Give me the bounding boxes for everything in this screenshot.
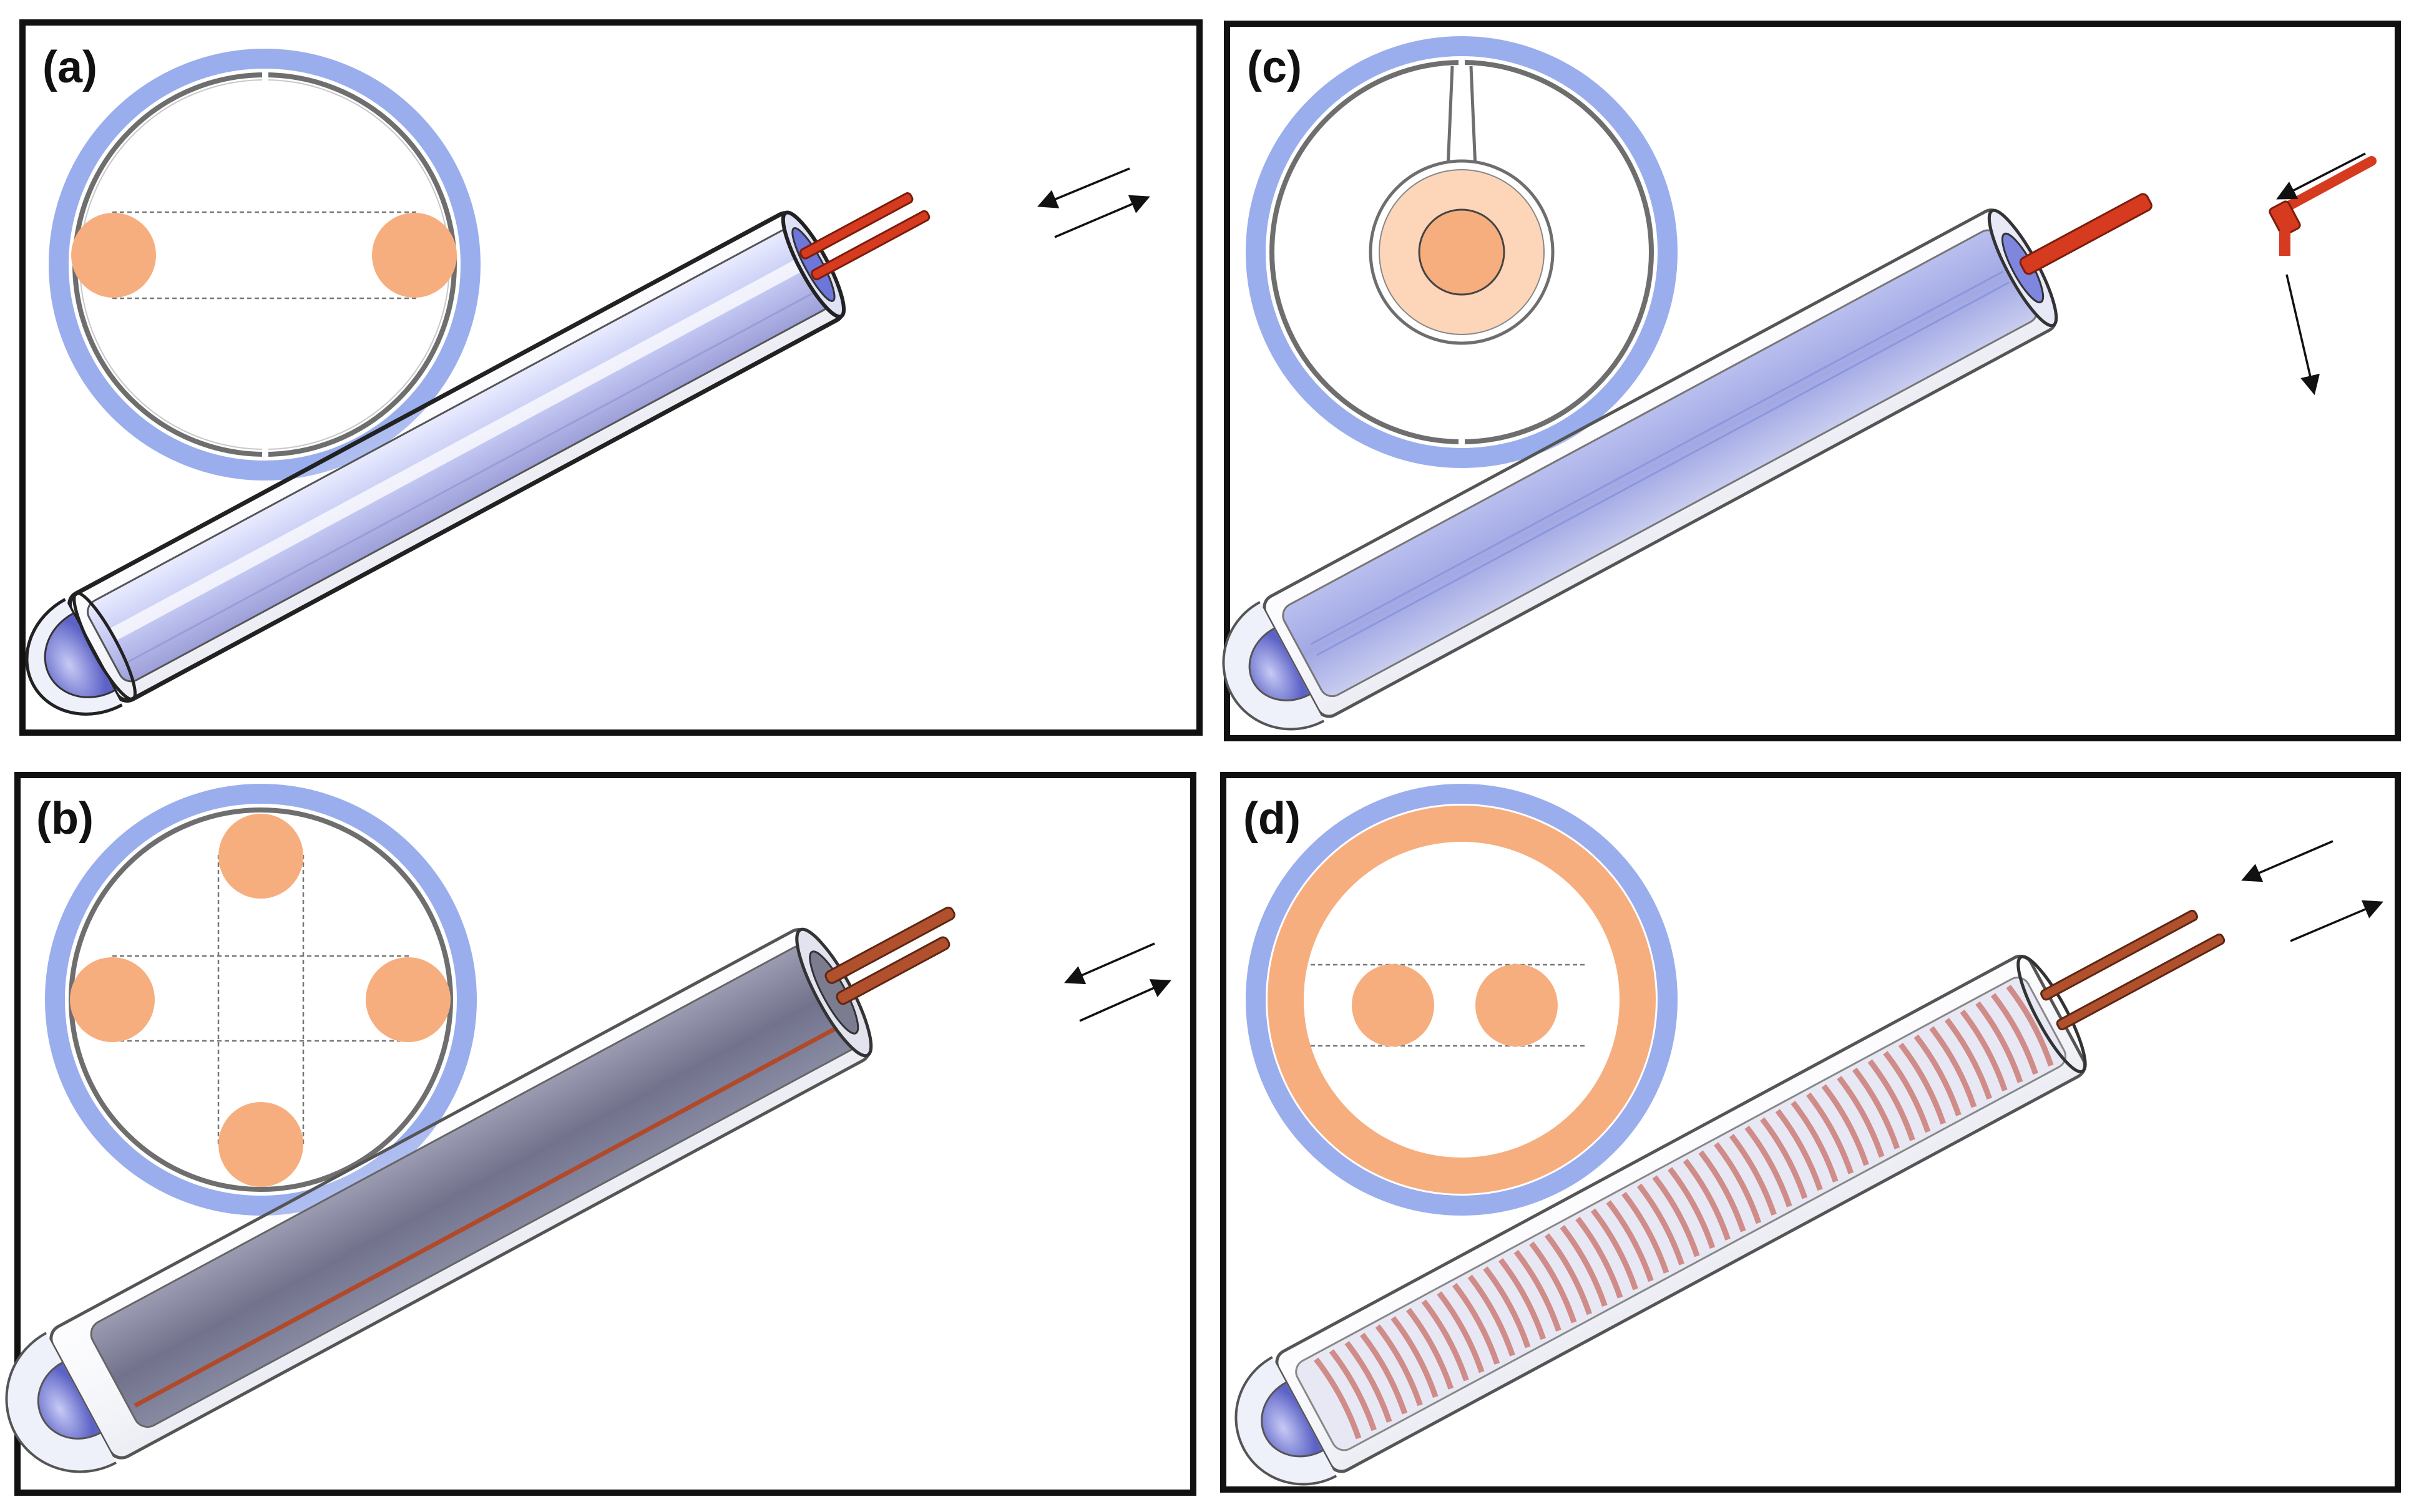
panel-c-arrow-inlet (2276, 152, 2366, 200)
panel-b-evacuated-tube (5, 906, 955, 1473)
absorber-tube-bottom (218, 1102, 303, 1187)
panel-c-t-fitting (2269, 156, 2377, 256)
panel-a-arrow-outlet (1054, 195, 1150, 238)
panel-a-frame (19, 19, 1203, 736)
absorber-tube-right (372, 213, 457, 298)
panel-c-evacuated-tube (1222, 193, 2153, 731)
panel-d-label: (d) (1243, 794, 1301, 844)
panel-c-arrow-outlet (2285, 274, 2320, 396)
panel-c: (c) (1222, 21, 2401, 741)
absorber-tube-left (70, 957, 155, 1042)
panel-d: (d) (1220, 772, 2401, 1493)
coil-tube-left (1352, 964, 1434, 1046)
absorber-annulus (1268, 806, 1656, 1194)
panel-b-arrow-inlet (1064, 942, 1155, 985)
panel-d-cross-section (1246, 784, 1678, 1216)
panel-a-cross-section (49, 49, 481, 480)
panel-c-cross-section (1246, 36, 1678, 468)
panel-a-evacuated-tube (25, 192, 931, 716)
absorber-tube-right (366, 957, 451, 1042)
panel-a: (a) (19, 19, 1203, 736)
coil-tube-right (1475, 964, 1558, 1046)
panel-b: (b) (5, 772, 1196, 1496)
panel-c-frame (1224, 21, 2401, 741)
panel-d-arrow-inlet (2241, 840, 2333, 882)
panel-d-arrow-outlet (2290, 900, 2383, 942)
absorber-tube-left (71, 213, 156, 298)
panel-b-arrow-outlet (1079, 979, 1171, 1022)
panel-b-frame (14, 772, 1196, 1496)
panel-b-label: (b) (36, 794, 94, 844)
helical-coil (1314, 985, 2054, 1440)
absorber-tube-top (218, 814, 303, 899)
panel-d-evacuated-tube (1234, 909, 2226, 1486)
panel-c-label: (c) (1247, 42, 1302, 92)
panel-a-arrow-inlet (1037, 167, 1130, 208)
panel-a-label: (a) (42, 42, 97, 92)
heat-pipe-inner (1418, 208, 1505, 296)
panel-b-cross-section (45, 784, 477, 1216)
panel-d-frame (1220, 772, 2401, 1493)
